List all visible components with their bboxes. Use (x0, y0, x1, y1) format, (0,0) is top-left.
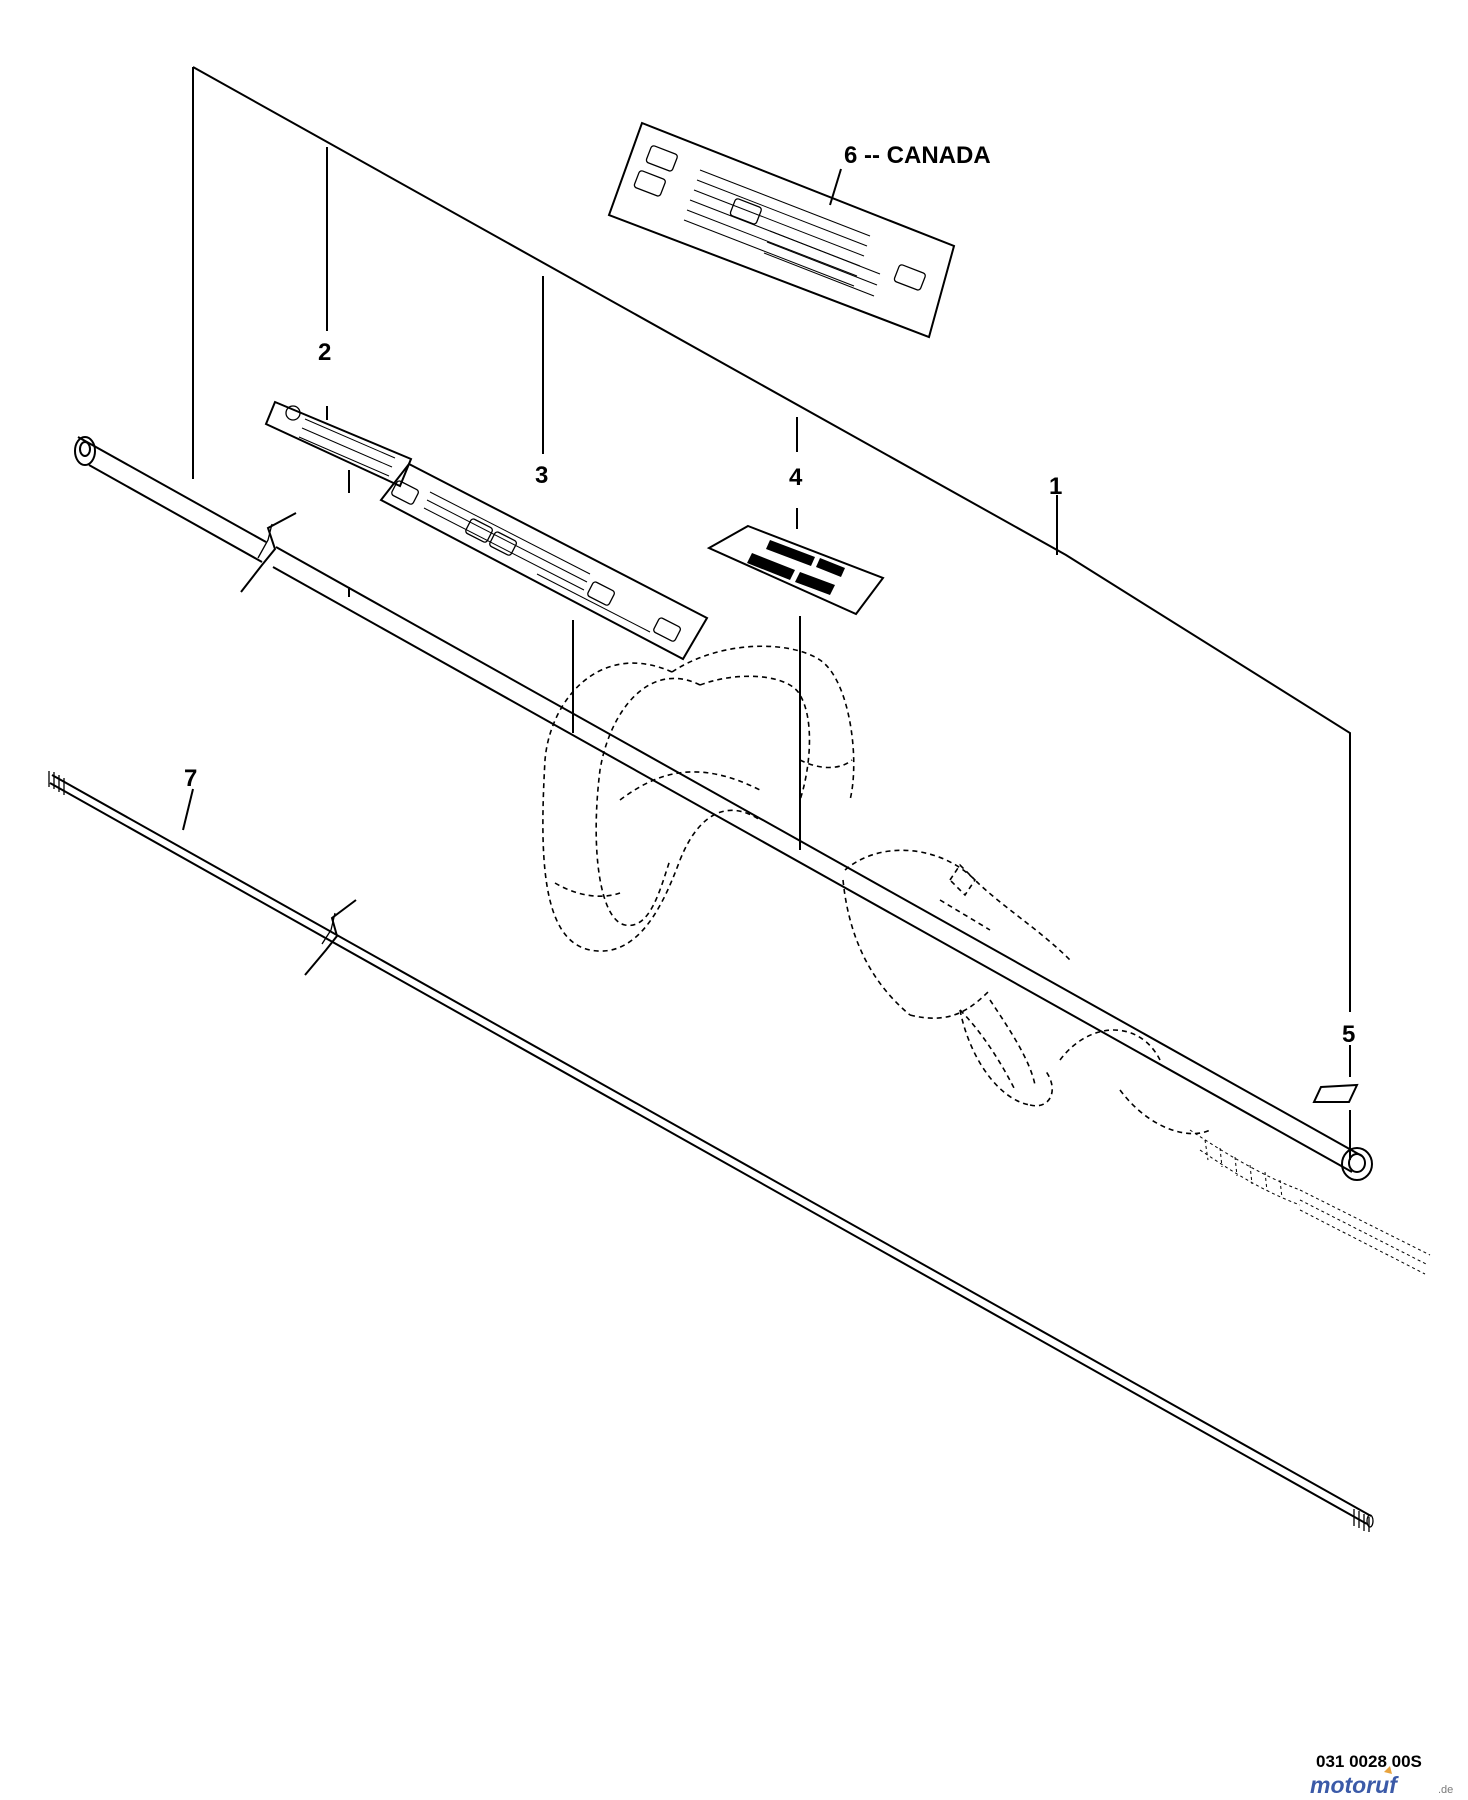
drive-shaft (48, 771, 1374, 1532)
callout-1: 1 (1049, 473, 1062, 500)
handle-assembly-outline (542, 645, 1431, 1275)
watermark-spark-icon (1384, 1766, 1392, 1774)
label-warning-long (379, 462, 709, 661)
label-echo-logo (706, 524, 885, 616)
watermark-suffix: .de (1438, 1784, 1453, 1796)
callout-6-canada: 6 -- CANADA (844, 142, 991, 169)
callout-7: 7 (184, 765, 197, 792)
watermark-name: motoruf (1310, 1772, 1399, 1798)
drawing-code: 031 0028 00S (1316, 1752, 1422, 1771)
watermark-logo: motoruf .de (1310, 1766, 1453, 1798)
callout-2: 2 (318, 339, 331, 366)
shaft-tube (74, 436, 1373, 1181)
callout-3: 3 (535, 462, 548, 489)
tag-small (1312, 1083, 1359, 1103)
label-canada (607, 121, 956, 339)
callout-4: 4 (789, 464, 803, 491)
callout-5: 5 (1342, 1021, 1355, 1048)
leader-lines (182, 66, 1351, 1160)
label-warning-small (264, 400, 413, 488)
callout-labels: 6 -- CANADA 2 3 4 1 7 5 (184, 142, 1355, 1048)
